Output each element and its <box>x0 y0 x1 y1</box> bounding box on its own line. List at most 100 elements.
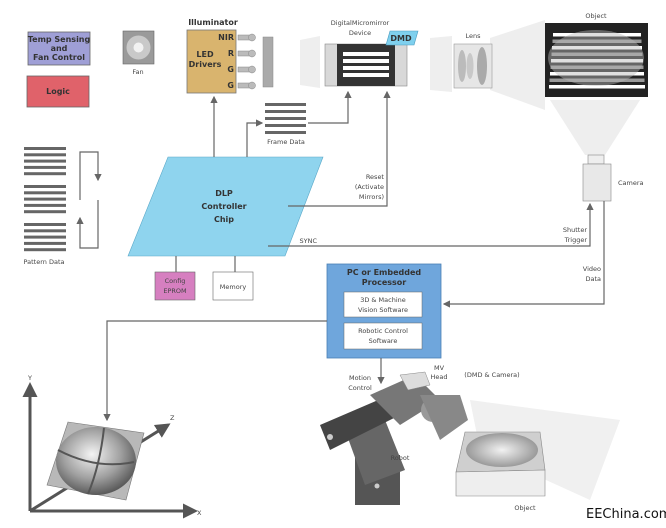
temp-label-3: Fan Control <box>33 53 85 62</box>
dmd-device <box>324 43 408 87</box>
robotic-sw-1: Robotic Control <box>358 327 408 335</box>
pattern-stripe <box>24 203 66 207</box>
projected-stripe <box>549 85 645 89</box>
frame-data-icon <box>265 103 306 134</box>
config-label-2: EPROM <box>163 287 186 295</box>
memory-label: Memory <box>220 283 247 291</box>
config-label-1: Config <box>165 277 186 285</box>
fan-icon: Fan <box>122 30 155 76</box>
robot-arm <box>320 371 468 505</box>
vision-sw-1: 3D & Machine <box>360 296 406 304</box>
pattern-stripe <box>24 197 66 201</box>
lens-icon <box>453 43 493 89</box>
pattern-stripe <box>24 153 66 157</box>
led-label-1: LED <box>196 50 214 59</box>
dlp-controller-chip: DLP Controller Chip <box>127 156 324 257</box>
pattern-cycle-arrows <box>76 151 102 249</box>
led-emitters <box>237 33 256 90</box>
temp-sensing-block: Temp Sensing and Fan Control <box>27 31 91 66</box>
shutter-label-1: Shutter <box>563 226 587 234</box>
object-projection <box>545 23 648 97</box>
projected-stripe <box>553 33 641 37</box>
bowl-object <box>455 431 546 497</box>
logic-label: Logic <box>46 87 70 96</box>
beam-head-object <box>470 400 620 500</box>
projected-stripe <box>549 78 645 82</box>
dmd-title-1: DigitalMicromirror <box>331 19 390 27</box>
pattern-data-icon <box>24 147 66 252</box>
object-bottom-label: Object <box>514 504 536 512</box>
projected-stripe <box>550 65 644 69</box>
processor-title-1: PC or Embedded <box>347 268 422 277</box>
dlp-label-2: Controller <box>201 202 246 211</box>
reset-label-1: Reset <box>366 173 385 181</box>
video-label-1: Video <box>583 265 601 273</box>
channel-g1: G <box>227 65 234 74</box>
dmd-title-2: Device <box>349 29 371 37</box>
reset-label-2: (Activate <box>355 183 384 191</box>
channel-g2: G <box>227 81 234 90</box>
illuminator-block: LED Drivers NIR R G G <box>186 29 237 94</box>
fan-label: Fan <box>132 68 143 76</box>
diffuser <box>262 36 274 88</box>
pattern-stripe <box>24 229 66 233</box>
processor-block: PC or Embedded Processor 3D & Machine Vi… <box>326 263 442 359</box>
video-label-2: Data <box>585 275 601 283</box>
pattern-stripe <box>24 159 66 163</box>
temp-label-1: Temp Sensing <box>28 35 91 44</box>
processor-title-2: Processor <box>362 278 406 287</box>
reset-label-3: Mirrors) <box>359 193 384 201</box>
beam-illuminator-dmd <box>300 36 320 88</box>
pattern-stripe <box>24 185 66 188</box>
logic-block: Logic <box>26 75 90 108</box>
pattern-stripe <box>24 248 66 252</box>
pattern-data-label: Pattern Data <box>24 258 65 266</box>
vision-sw-2: Vision Software <box>358 306 408 314</box>
dlp-label-1: DLP <box>215 189 233 198</box>
dmd-tag-label: DMD <box>390 34 412 43</box>
motion-control-2: Control <box>348 384 372 392</box>
memory-block: Memory <box>212 271 254 301</box>
channel-nir: NIR <box>218 33 234 42</box>
mv-head-1: MV <box>434 364 445 372</box>
mv-head-2: Head <box>431 373 448 381</box>
motion-control-1: Motion <box>349 374 371 382</box>
projected-stripe <box>552 46 642 50</box>
pattern-stripe <box>24 147 66 150</box>
pattern-stripe <box>24 172 66 176</box>
temp-label-2: and <box>51 44 68 53</box>
beam-dmd-lens <box>430 36 452 92</box>
sync-label: SYNC <box>300 237 318 245</box>
axis-y-label: Y <box>27 374 32 382</box>
pattern-stripe <box>24 241 66 245</box>
beam-lens-object <box>490 20 545 110</box>
projected-stripe <box>552 39 642 43</box>
dlp-label-3: Chip <box>214 215 234 224</box>
pattern-stripe <box>24 223 66 226</box>
pattern-stripe <box>24 235 66 239</box>
shutter-label-2: Trigger <box>564 236 588 244</box>
projected-stripe <box>550 72 644 76</box>
pattern-stripe <box>24 191 66 195</box>
pattern-stripe <box>24 165 66 169</box>
robot-label: Robot <box>391 454 410 462</box>
dmd-tag: DMD <box>385 30 419 46</box>
pattern-stripe <box>24 210 66 214</box>
beam-object-camera <box>550 100 640 155</box>
camera-label: Camera <box>618 179 644 187</box>
illuminator-title: Illuminator <box>188 18 238 27</box>
watermark: EEChina.com <box>586 507 666 522</box>
robotic-sw-2: Software <box>369 337 398 345</box>
frame-data-label: Frame Data <box>267 138 305 146</box>
axis-z-label: Z <box>170 414 175 422</box>
scanned-sphere <box>46 421 145 501</box>
projected-stripe <box>551 59 643 63</box>
projected-stripe <box>551 52 643 56</box>
lens-label: Lens <box>465 32 481 40</box>
dmd-camera-label: (DMD & Camera) <box>464 371 519 379</box>
object-top-label: Object <box>585 12 607 20</box>
channel-r: R <box>228 49 234 58</box>
axis-x-label: X <box>197 509 202 517</box>
connectors <box>103 90 605 422</box>
